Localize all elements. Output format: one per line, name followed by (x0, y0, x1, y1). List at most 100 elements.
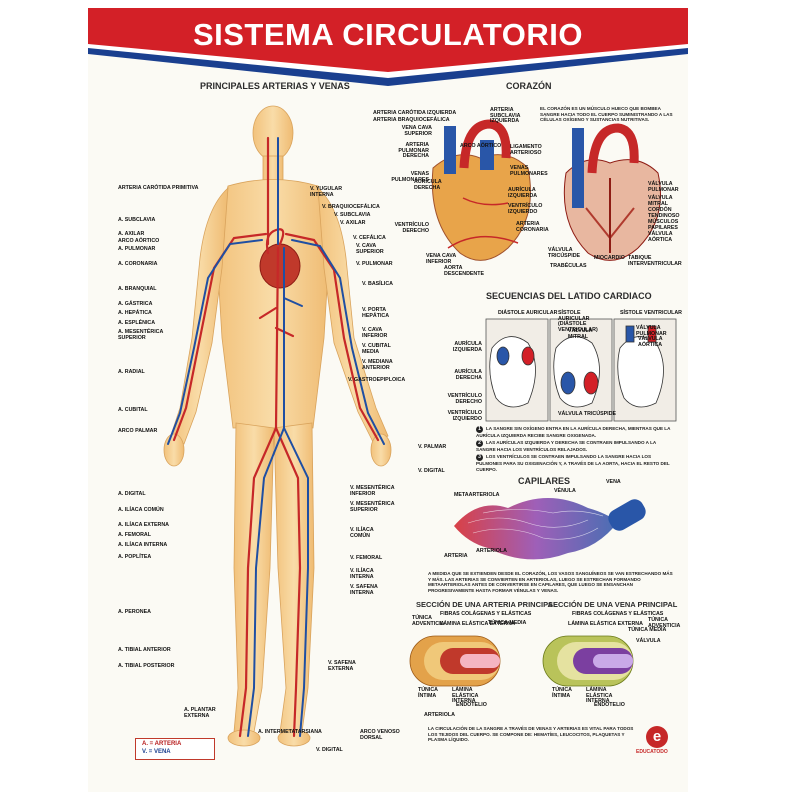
body-label-left: A. BRANQUIAL (118, 286, 157, 292)
heart-label: VENTRÍCULO DERECHO (394, 222, 429, 234)
capillary-label: ARTERIOLA (476, 548, 507, 554)
body-label-left: A. RADIAL (118, 369, 145, 375)
sequence-header: DIÁSTOLE AURICULAR (498, 310, 558, 316)
sequence-label: VÁLVULA PULMONAR (636, 325, 667, 337)
capillary-label: ARTERIA (444, 553, 468, 559)
body-label-left: A. ESPLÉNICA (118, 320, 156, 326)
heart-label: ARTERIA SUBCLAVIA IZQUIERDA (490, 107, 521, 125)
heart-label: TRABÉCULAS (550, 263, 587, 269)
body-label-right: V. MESENTÉRICA INFERIOR (350, 485, 395, 497)
body-label-right: V. DIGITAL (316, 747, 343, 753)
heart-label: VÁLVULA TRICÚSPIDE (548, 247, 581, 259)
body-label-left: A. HEPÁTICA (118, 310, 152, 316)
body-label-right: V. BRAQUIOCEFÁLICA (322, 204, 380, 210)
body-label-right: V. ILÍACA INTERNA (350, 568, 374, 580)
body-label-right: V. FEMORAL (350, 555, 383, 561)
footer-description: LA CIRCULACIÓN DE LA SANGRE A TRAVÉS DE … (428, 726, 634, 742)
body-label-right: V. SUBCLAVIA (334, 212, 371, 218)
artery-section-label: LÁMINA ELÁSTICA EXTERNA (440, 621, 515, 627)
section-title-vein-section: SECCIÓN DE UNA VENA PRINCIPAL (548, 600, 678, 609)
body-label-left: A. ILÍACA INTERNA (118, 542, 168, 548)
body-label-right: V. GASTROEPIPLOICA (348, 377, 406, 383)
vein-section-label: VÁLVULA (636, 638, 661, 644)
sequence-label: VÁLVULA MITRAL (568, 328, 593, 340)
vein-section-label: TÚNICA ADVENTICIA (648, 617, 681, 629)
body-label-left: A. TIBIAL POSTERIOR (118, 663, 175, 669)
legend: A. = ARTERIA V. = VENA (135, 738, 215, 760)
sequence-step-text: LOS VENTRÍCULOS SE CONTRAEN IMPULSANDO L… (476, 454, 670, 472)
body-label-right: V. SAFENA EXTERNA (328, 660, 356, 672)
sequence-step-text: LAS AURÍCULAS IZQUIERDA Y DERECHA SE CON… (476, 440, 657, 452)
body-label-left: A. MESENTÉRICA SUPERIOR (118, 329, 164, 341)
body-label-right: V. CAVA SUPERIOR (356, 243, 384, 255)
body-label-left: ARCO PALMAR (118, 428, 158, 434)
sequence-label: VENTRÍCULO DERECHO (447, 393, 482, 405)
artery-section-label: ARTERIOLA (424, 712, 455, 718)
poster: SISTEMA CIRCULATORIO PRINCIPALES ARTERIA… (88, 8, 688, 792)
body-label-right: V. PULMONAR (356, 261, 393, 267)
body-label-left: A. FEMORAL (118, 532, 151, 538)
body-label-right: V. DIGITAL (418, 468, 445, 474)
body-label-left: A. GÁSTRICA (118, 301, 153, 307)
artery-section-label: TÚNICA ÍNTIMA (418, 687, 438, 699)
heart-label: CORDÓN TENDINOSO (648, 207, 680, 219)
body-label-right: V. ILÍACA COMÚN (350, 527, 374, 539)
body-label-right: V. MESENTÉRICA SUPERIOR (350, 501, 395, 513)
sequence-step-text: LA SANGRE SIN OXÍGENO ENTRA EN LA AURÍCU… (476, 426, 671, 438)
sequence-panels (485, 318, 677, 422)
brand-logo-icon: e (646, 726, 668, 748)
vein-section-label: LÁMINA ELÁSTICA INTERNA (586, 687, 613, 705)
body-label-left: A. ILÍACA COMÚN (118, 507, 164, 513)
page-title: SISTEMA CIRCULATORIO (192, 17, 584, 52)
heart-description: EL CORAZÓN ES UN MÚSCULO HUECO QUE BOMBE… (540, 106, 673, 122)
body-label-left: A. PLANTAR EXTERNA (184, 707, 216, 719)
body-label-left: A. AXILAR (118, 231, 145, 237)
heart-label: VÁLVULA AÓRTICA (648, 231, 673, 243)
vein-section-label: LÁMINA ELÁSTICA EXTERNA (568, 621, 643, 627)
body-figure (163, 105, 392, 747)
capillary-label: METAARTERIOLA (454, 492, 500, 498)
vein-section-label: TÚNICA ÍNTIMA (552, 687, 572, 699)
body-label-left: ARCO AÓRTICO (118, 238, 160, 244)
body-label-right: ARCO VENOSO DORSAL (360, 729, 400, 741)
vein-section-label: ENDOTELIO (594, 702, 625, 708)
heart-diagrams (431, 119, 661, 261)
artery-section-label: TÚNICA MEDIA (488, 620, 527, 626)
heart-label: AURÍCULA IZQUIERDA (508, 187, 538, 199)
vessel-sections (409, 635, 634, 687)
heart-label: LIGAMENTO ARTERIOSO (510, 144, 542, 156)
heart-label: ARTERIA BRAQUIOCEFÁLICA (373, 117, 450, 123)
body-label-left: ARTERIA CARÓTIDA PRIMITIVA (118, 185, 199, 191)
heart-label: AURÍCULA DERECHA (414, 179, 442, 191)
capillary-network (454, 498, 646, 560)
body-label-left: A. POPLÍTEA (118, 554, 152, 560)
artery-section-label: TÚNICA ADVENTICIA (412, 615, 445, 627)
legend-artery: A. = ARTERIA (142, 741, 182, 747)
vein-section-drawing (542, 635, 634, 687)
body-label-right: V. BASÍLICA (362, 281, 394, 287)
sequence-label: VÁLVULA TRICÚSPIDE (558, 411, 616, 417)
heart-label: TABIQUE INTERVENTRICULAR (628, 255, 682, 267)
heart-label: ARCO AÓRTICO (460, 143, 502, 149)
body-label-right: V. MEDIANA ANTERIOR (362, 359, 393, 371)
section-title-sequence: SECUENCIAS DEL LATIDO CARDIACO (486, 291, 652, 301)
heart-label: VENTRÍCULO IZQUIERDO (508, 203, 543, 215)
body-label-left: A. TIBIAL ANTERIOR (118, 647, 171, 653)
section-title-capillaries: CAPILARES (518, 476, 571, 486)
capillary-label: VÉNULA (554, 488, 576, 494)
heart-label: VENAS PULMONARES (391, 171, 429, 183)
sequence-label: AURÍCULA IZQUIERDA (452, 341, 482, 353)
body-label-right: V. YUGULAR INTERNA (310, 186, 343, 198)
artery-section-label: FIBRAS COLÁGENAS Y ELÁSTICAS (440, 611, 532, 617)
heart-label: ARTERIA PULMONAR DERECHA (398, 142, 429, 160)
body-label-right: V. CUBITAL MEDIA (362, 343, 391, 355)
body-label-left: A. CORONARIA (118, 261, 158, 267)
heart-exterior (431, 119, 531, 261)
body-label-right: V. PALMAR (418, 444, 447, 450)
artery-section-label: ENDOTELIO (456, 702, 487, 708)
artery-section-label: LÁMINA ELÁSTICA INTERNA (452, 687, 479, 705)
heart-label: AORTA DESCENDENTE (444, 265, 485, 277)
artery-section-drawing (409, 635, 501, 687)
